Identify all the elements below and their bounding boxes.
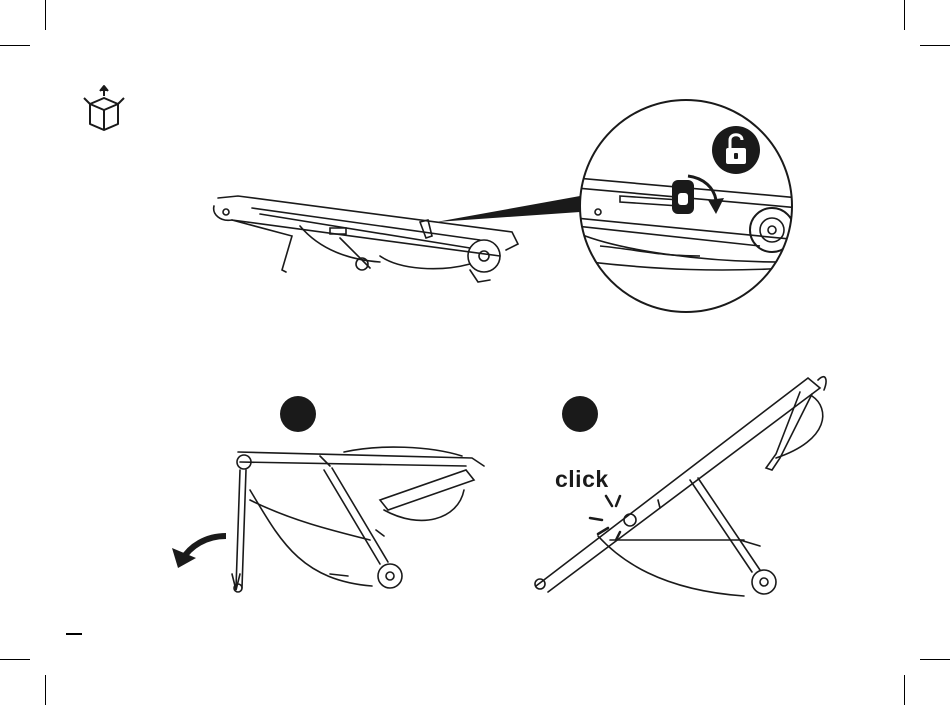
unlock-icon xyxy=(712,126,760,174)
click-label: click xyxy=(555,466,609,493)
curved-arrow-icon xyxy=(172,536,226,568)
zoom-detail xyxy=(576,100,800,312)
page-number-rule xyxy=(66,633,82,635)
folded-stroller xyxy=(214,196,518,282)
open-box-icon xyxy=(84,86,124,130)
stroller-step-1 xyxy=(232,447,484,592)
step-badge-1 xyxy=(280,396,316,432)
step-badge-2 xyxy=(562,396,598,432)
zoom-pointer xyxy=(436,196,580,222)
